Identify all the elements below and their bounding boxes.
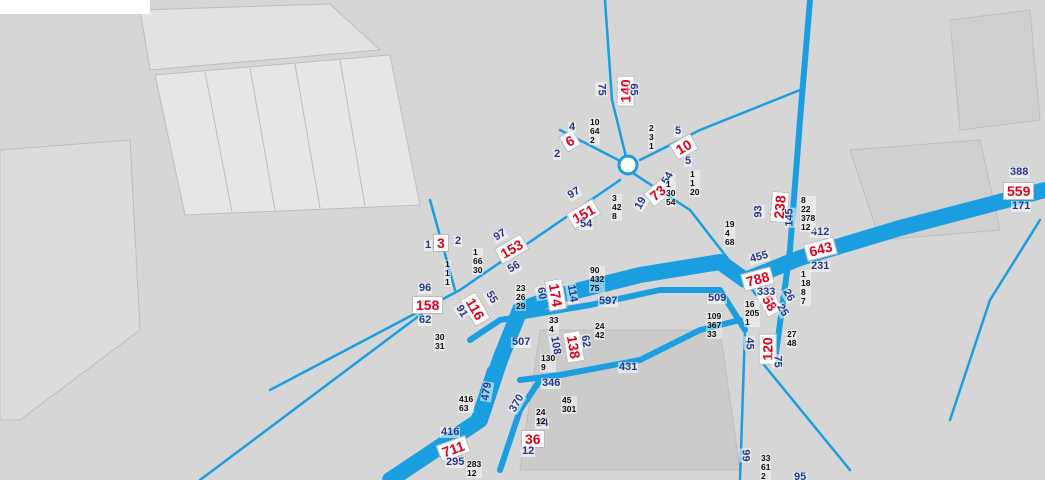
road-north [603,0,630,167]
road-east [948,218,1042,422]
turn-movement-counts: 1 18 8 7 [800,269,812,306]
direction-count: 99 [739,448,752,463]
direction-count: 431 [618,361,639,373]
road-inner-loop [517,317,743,383]
direction-count: 346 [541,377,562,389]
field-area-north [139,3,382,71]
direction-count: 231 [810,260,831,272]
turn-movement-counts: 90 432 75 [589,265,606,293]
direction-count: 145 [783,207,796,228]
turn-movement-counts: 30 31 [434,332,446,351]
turn-movement-counts: 16 205 1 [744,299,761,327]
direction-count: 62 [418,314,433,326]
turn-movement-counts: 24 42 [594,321,606,340]
turn-movement-counts: 27 48 [786,329,798,348]
road-northeast [638,88,802,162]
direction-count: 96 [418,282,433,294]
direction-count: 60 [534,285,549,302]
direction-count: 388 [1009,166,1030,178]
count-label[interactable]: 3 [433,234,449,252]
count-label[interactable]: 559 [1003,182,1035,200]
direction-count: 171 [1011,200,1032,212]
direction-count: 2 [553,148,562,160]
direction-count: 597 [598,295,619,307]
direction-count: 12 [521,445,536,457]
direction-count: 114 [564,282,580,305]
turn-movement-counts: 45 301 [561,395,578,414]
direction-count: 5 [674,125,683,137]
turn-movement-counts: 1 1 20 [689,169,701,197]
roundabout-icon [617,154,639,176]
road-inner-south [497,377,543,473]
direction-count: 412 [810,226,831,238]
turn-movement-counts: 10 64 2 [589,117,601,145]
direction-count: 509 [707,292,728,304]
turn-movement-counts: 8 22 378 12 [800,195,817,232]
turn-movement-counts: 3 42 8 [611,193,623,221]
direction-count: 45 [743,336,756,351]
direction-count: 65 [627,82,640,97]
direction-count: 507 [511,336,532,348]
turn-movement-counts: 19 4 68 [724,219,736,247]
direction-count: 54 [579,218,594,230]
direction-count: 1 [424,239,433,251]
field-area [154,54,421,216]
turn-movement-counts: 416 63 [458,394,475,413]
direction-count: 333 [756,286,777,298]
turn-movement-counts: 1 30 54 [665,179,677,207]
direction-count: 93 [752,204,765,219]
direction-count: 75 [771,354,784,369]
header-strip [0,0,150,14]
road-southwest [198,298,442,480]
turn-movement-counts: 2 3 1 [648,123,655,151]
count-label[interactable]: 158 [412,296,444,314]
direction-count: 24 [535,417,550,429]
road-south-east [758,358,852,472]
turn-movement-counts: 33 4 [548,315,560,334]
direction-count: 416 [440,426,461,438]
direction-count: 95 [793,472,808,480]
direction-count: 5 [684,155,693,167]
direction-count: 75 [595,82,608,97]
turn-movement-counts: 23 26 29 [515,283,527,311]
turn-movement-counts: 130 9 [540,353,557,372]
turn-movement-counts: 283 12 [466,459,483,478]
turn-movement-counts: 109 367 33 [706,311,723,339]
direction-count: 2 [454,235,463,247]
direction-count: 4 [568,121,577,133]
direction-count: 62 [578,333,593,350]
turn-movement-counts: 24 12 [535,407,547,426]
direction-count: 295 [445,456,466,468]
turn-movement-counts: 1 1 1 [444,259,451,287]
turn-movement-counts: 33 61 2 [760,453,772,480]
turn-movement-counts: 1 66 30 [472,247,484,275]
